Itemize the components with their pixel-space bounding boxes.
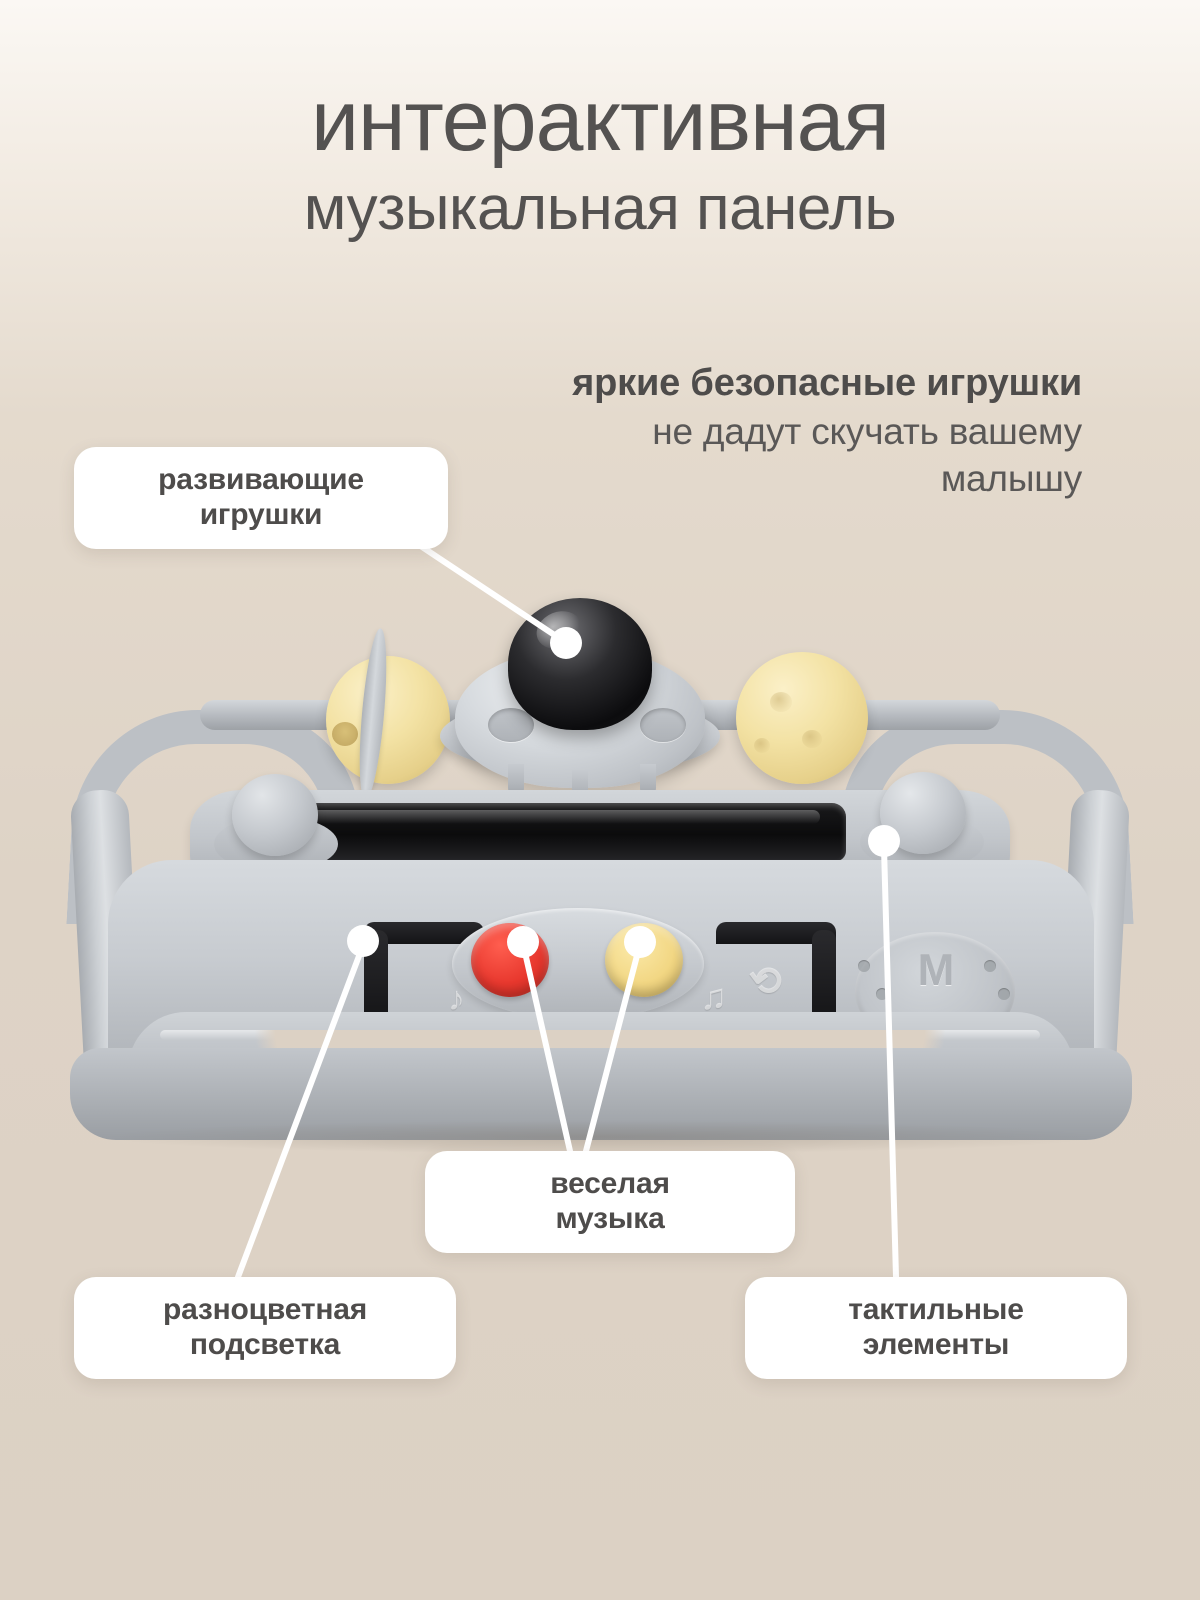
- callout-tactile-elements-line2: элементы: [862, 1327, 1010, 1361]
- rattle-port-left: [488, 708, 534, 742]
- callout-colorful-light-line2: подсветка: [189, 1327, 341, 1361]
- bead-dimple: [802, 730, 822, 748]
- speaker-mark: M: [917, 946, 955, 995]
- page-title: интерактивная музыкальная панель: [0, 78, 1200, 240]
- callout-developing-toys[interactable]: развивающие игрушки: [74, 447, 448, 549]
- callout-tactile-elements-line1: тактильные: [848, 1293, 1024, 1326]
- title-line-2: музыкальная панель: [303, 174, 897, 243]
- callout-fun-music-line2: музыка: [555, 1201, 665, 1235]
- subtitle-bold-line: яркие безопасные игрушки: [572, 362, 1082, 404]
- rattle-leg: [640, 764, 656, 796]
- callout-colorful-light-line1: разноцветная: [162, 1293, 368, 1326]
- tactile-knob-left[interactable]: [232, 774, 318, 856]
- product-photo: ♪ ♫ ⟲ M: [0, 560, 1200, 1200]
- callout-fun-music[interactable]: веселая музыка: [425, 1151, 795, 1253]
- button-red-music[interactable]: [471, 923, 549, 997]
- rattle-port-right: [640, 708, 686, 742]
- callout-colorful-light[interactable]: разноцветная подсветка: [74, 1277, 456, 1379]
- callout-fun-music-line1: веселая: [550, 1167, 670, 1200]
- callout-tactile-elements[interactable]: тактильные элементы: [745, 1277, 1127, 1379]
- button-yellow-music[interactable]: [605, 923, 683, 997]
- callout-developing-toys-line2: игрушки: [199, 497, 323, 531]
- bead-hole: [332, 722, 358, 746]
- rattle-black-dome: [508, 598, 652, 730]
- light-strip-highlight: [300, 810, 820, 824]
- grille-hole: [998, 988, 1010, 1000]
- bead-dimple: [754, 738, 770, 753]
- light-guide-left-top: [364, 922, 484, 944]
- light-guide-right-top: [716, 922, 836, 944]
- light-strip-top: [286, 803, 846, 861]
- rattle-leg: [508, 764, 524, 796]
- drop-shadow: [96, 1120, 1106, 1154]
- subtitle-block: яркие безопасные игрушки не дадут скучат…: [422, 360, 1082, 502]
- grille-hole: [858, 960, 870, 972]
- title-line-1: интерактивная: [310, 73, 890, 169]
- tactile-knob-right[interactable]: [880, 772, 966, 854]
- music-note-emboss: ♫: [700, 976, 727, 1017]
- bead-dimple: [770, 692, 792, 712]
- music-note-emboss: ♪: [448, 980, 465, 1018]
- bead-yellow-right: [736, 652, 868, 784]
- grille-hole: [876, 988, 888, 1000]
- subtitle-line-3: малышу: [940, 457, 1082, 499]
- swirl-emboss: ⟲: [745, 956, 785, 1006]
- bead-yellow-left: [326, 656, 450, 784]
- subtitle-line-2: не дадут скучать вашему: [652, 410, 1082, 452]
- grille-hole: [984, 960, 996, 972]
- callout-developing-toys-line1: развивающие: [158, 463, 364, 496]
